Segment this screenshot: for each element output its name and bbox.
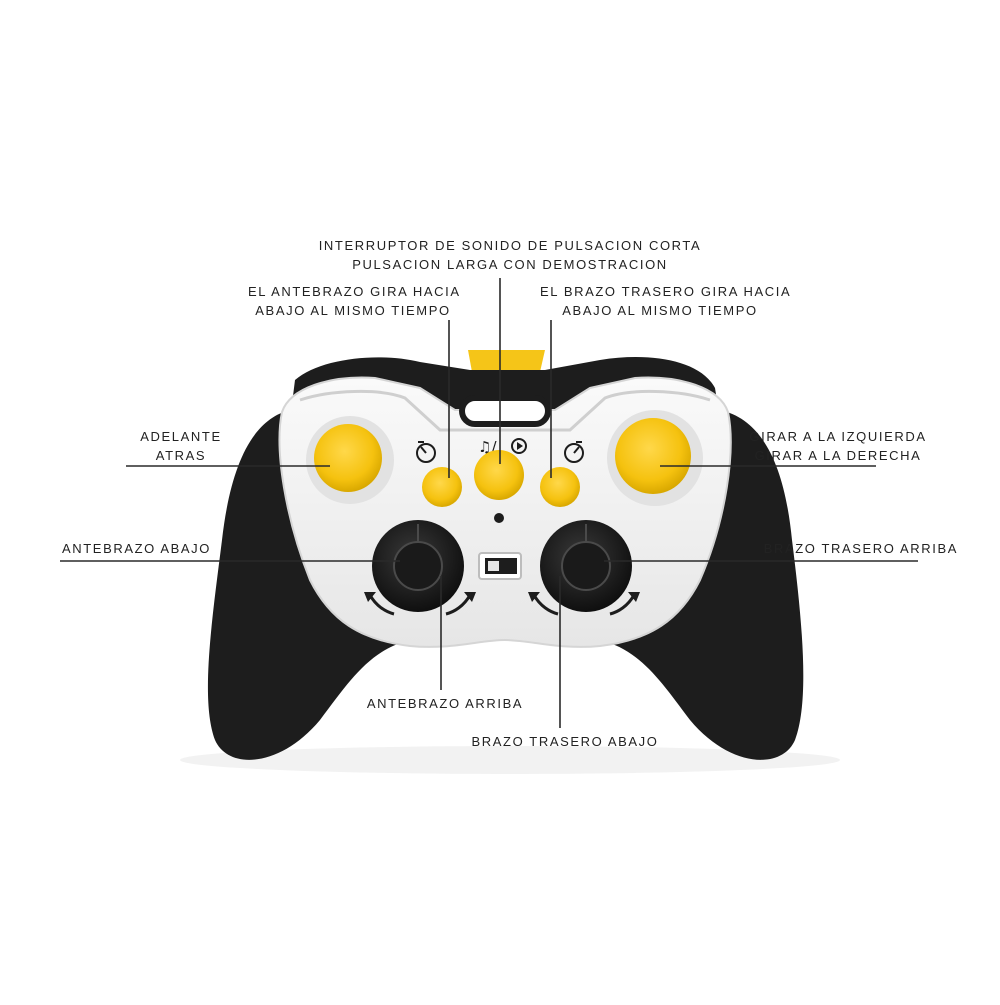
label-rear-arm-up: BRAZO TRASERO ARRIBA (763, 541, 958, 556)
leader-lines (60, 278, 918, 728)
rotate-clockwise-icon (564, 441, 584, 463)
forearm-rotate-button[interactable] (422, 467, 462, 507)
label-turn-left-right-line1: GIRAR A LA IZQUIERDA (749, 429, 927, 444)
left-stick-arrows (368, 594, 472, 616)
floor-shadow (180, 746, 840, 774)
label-sound-switch-line2: PULSACION LARGA CON DEMOSTRACION (352, 257, 668, 272)
speaker-slot (459, 395, 551, 427)
right-stick-arrows (532, 594, 636, 616)
label-forearm-rotate: EL ANTEBRAZO GIRA HACIA ABAJO AL MISMO T… (248, 282, 461, 320)
label-forearm-down: ANTEBRAZO ABAJO (62, 541, 211, 556)
label-forearm-up: ANTEBRAZO ARRIBA (366, 696, 524, 711)
label-forearm-rotate-line1: EL ANTEBRAZO GIRA HACIA (248, 284, 461, 299)
rear-arm-rotate-button[interactable] (540, 467, 580, 507)
top-bumper-button[interactable] (468, 350, 545, 372)
label-forward-back-line1: ADELANTE (140, 429, 222, 444)
label-rear-arm-rotate-line2: ABAJO AL MISMO TIEMPO (562, 303, 758, 318)
label-rear-arm-down: BRAZO TRASERO ABAJO (471, 734, 659, 749)
label-forearm-rotate-line2: ABAJO AL MISMO TIEMPO (255, 303, 451, 318)
label-turn-left-right: GIRAR A LA IZQUIERDA GIRAR A LA DERECHA (748, 427, 928, 465)
label-rear-arm-rotate: EL BRAZO TRASERO GIRA HACIA ABAJO AL MIS… (540, 282, 792, 320)
sound-demo-button[interactable] (474, 450, 524, 500)
label-forward-back-line2: ATRAS (155, 448, 207, 463)
label-sound-switch-line1: INTERRUPTOR DE SONIDO DE PULSACION CORTA (318, 238, 702, 253)
right-yellow-stick[interactable] (615, 418, 691, 494)
label-turn-left-right-line2: GIRAR A LA DERECHA (754, 448, 922, 463)
status-led (494, 513, 504, 523)
label-sound-switch: INTERRUPTOR DE SONIDO DE PULSACION CORTA… (300, 236, 720, 274)
left-yellow-stick[interactable] (314, 424, 382, 492)
label-rear-arm-rotate-line1: EL BRAZO TRASERO GIRA HACIA (540, 284, 792, 299)
rotate-counterclockwise-icon (416, 441, 436, 463)
label-forward-back: ADELANTE ATRAS (126, 427, 236, 465)
